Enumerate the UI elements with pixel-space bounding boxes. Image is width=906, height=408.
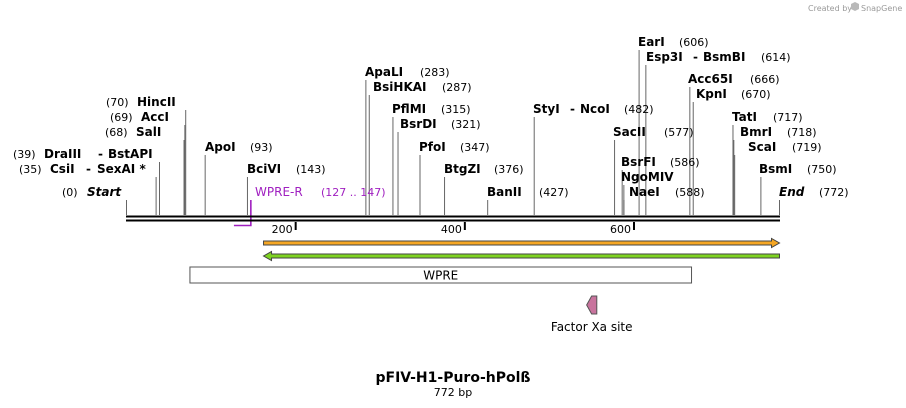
site-styi-position: (482): [624, 103, 654, 116]
site-tati-position: (717): [773, 111, 803, 124]
site-apoi[interactable]: ApoI: [205, 140, 236, 154]
ruler-label-400: 400: [441, 223, 462, 236]
svg-text:-: -: [570, 102, 575, 116]
primer-label: WPRE-R: [255, 185, 303, 199]
orf-reverse[interactable]: [262, 250, 780, 262]
site-btgzi-position: (376): [494, 163, 524, 176]
site-apali-position: (283): [420, 66, 450, 79]
site-labels: (0) Start End (772) (39) DraIII - BstAPI…: [13, 35, 849, 199]
svg-text:-: -: [693, 50, 698, 64]
site-acci[interactable]: AccI: [141, 110, 169, 124]
site-bcivi-position: (143): [296, 163, 326, 176]
site-scai[interactable]: ScaI: [748, 140, 776, 154]
site-bmri[interactable]: BmrI: [740, 125, 772, 139]
site-pflmi-position: (315): [441, 103, 471, 116]
site-sexai[interactable]: SexAI *: [97, 162, 146, 176]
primer-arrow: [233, 200, 252, 227]
site-lines: [126, 50, 780, 215]
site-bsihkai-position: (287): [442, 81, 472, 94]
snapgene-credit: Created by SnapGene: [808, 2, 902, 13]
site-acc65i-position: (666): [750, 73, 780, 86]
site-eari-position: (606): [679, 36, 709, 49]
site-bsihkai[interactable]: BsiHKAI: [373, 80, 427, 94]
site-esp3i-position: (614): [761, 51, 791, 64]
orf-reverse-arrow: [262, 250, 780, 262]
factor-xa-label: Factor Xa site: [551, 320, 633, 334]
site-bsmi-position: (750): [807, 163, 837, 176]
site-apali[interactable]: ApaLI: [365, 65, 403, 79]
site-sali[interactable]: SalI: [136, 125, 161, 139]
site-bmri-position: (718): [787, 126, 817, 139]
primer-range: (127 .. 147): [321, 186, 386, 199]
site-draiii-position: (39): [13, 148, 36, 161]
wpre-label: WPRE: [423, 269, 458, 283]
site-kpni-position: (670): [741, 88, 771, 101]
site-sacii[interactable]: SacII: [613, 125, 646, 139]
site-bsmbi[interactable]: BsmBI: [703, 50, 745, 64]
end-label: End: [779, 185, 805, 199]
dna-backbone: [126, 215, 780, 222]
credit-brand: SnapGene: [861, 4, 902, 13]
snapgene-logo-icon: [851, 2, 859, 11]
site-csii-position: (35): [19, 163, 42, 176]
site-bsmi[interactable]: BsmI: [759, 162, 792, 176]
map-length: 772 bp: [434, 386, 472, 399]
site-eari[interactable]: EarI: [638, 35, 665, 49]
site-draiii[interactable]: DraIII: [44, 147, 81, 161]
start-label: Start: [87, 185, 122, 199]
site-bsrfi[interactable]: BsrFI: [621, 155, 656, 169]
start-position: (0): [62, 186, 78, 199]
site-pflmi[interactable]: PflMI: [392, 102, 426, 116]
site-sali-position: (68): [105, 126, 128, 139]
orf-forward[interactable]: [263, 237, 781, 249]
site-kpni[interactable]: KpnI: [696, 87, 727, 101]
site-scai-position: (719): [792, 141, 822, 154]
site-banii-position: (427): [539, 186, 569, 199]
site-csii[interactable]: CsiI: [50, 162, 75, 176]
feature-wpre[interactable]: WPRE: [189, 266, 693, 284]
factor-xa-arrow: [586, 295, 598, 315]
site-apoi-position: (93): [250, 141, 273, 154]
site-banii[interactable]: BanII: [487, 185, 522, 199]
site-acci-position: (69): [110, 111, 133, 124]
credit-prefix: Created by: [808, 4, 852, 13]
site-hincii-position: (70): [106, 96, 129, 109]
primer-wpre-r[interactable]: WPRE-R (127 .. 147): [233, 185, 386, 227]
site-bsrfi-position: (586): [670, 156, 700, 169]
site-naei[interactable]: NaeI: [629, 185, 660, 199]
site-esp3i[interactable]: Esp3I: [646, 50, 683, 64]
svg-text:-: -: [98, 147, 103, 161]
site-bcivi[interactable]: BciVI: [247, 162, 281, 176]
site-bsrdi-position: (321): [451, 118, 481, 131]
map-title: pFIV-H1-Puro-hPolß: [376, 370, 531, 386]
site-ncoi[interactable]: NcoI: [580, 102, 610, 116]
site-bsrdi[interactable]: BsrDI: [400, 117, 437, 131]
site-tati[interactable]: TatI: [732, 110, 757, 124]
end-position: (772): [819, 186, 849, 199]
site-pfoi[interactable]: PfoI: [419, 140, 446, 154]
site-sacii-position: (577): [664, 126, 694, 139]
wpre-box: [189, 266, 693, 284]
site-pfoi-position: (347): [460, 141, 490, 154]
site-styi[interactable]: StyI: [533, 102, 560, 116]
site-bstapi[interactable]: BstAPI: [108, 147, 153, 161]
site-naei-position: (588): [675, 186, 705, 199]
orf-forward-arrow: [263, 237, 781, 249]
ruler-label-600: 600: [610, 223, 631, 236]
ruler: 200 400 600: [272, 222, 636, 236]
site-btgzi[interactable]: BtgZI: [444, 162, 481, 176]
site-ngomiv[interactable]: NgoMIV: [621, 170, 674, 184]
site-hincii[interactable]: HincII: [137, 95, 176, 109]
svg-text:-: -: [86, 162, 91, 176]
feature-factor-xa[interactable]: Factor Xa site: [551, 295, 633, 334]
ruler-label-200: 200: [272, 223, 293, 236]
site-acc65i[interactable]: Acc65I: [688, 72, 733, 86]
